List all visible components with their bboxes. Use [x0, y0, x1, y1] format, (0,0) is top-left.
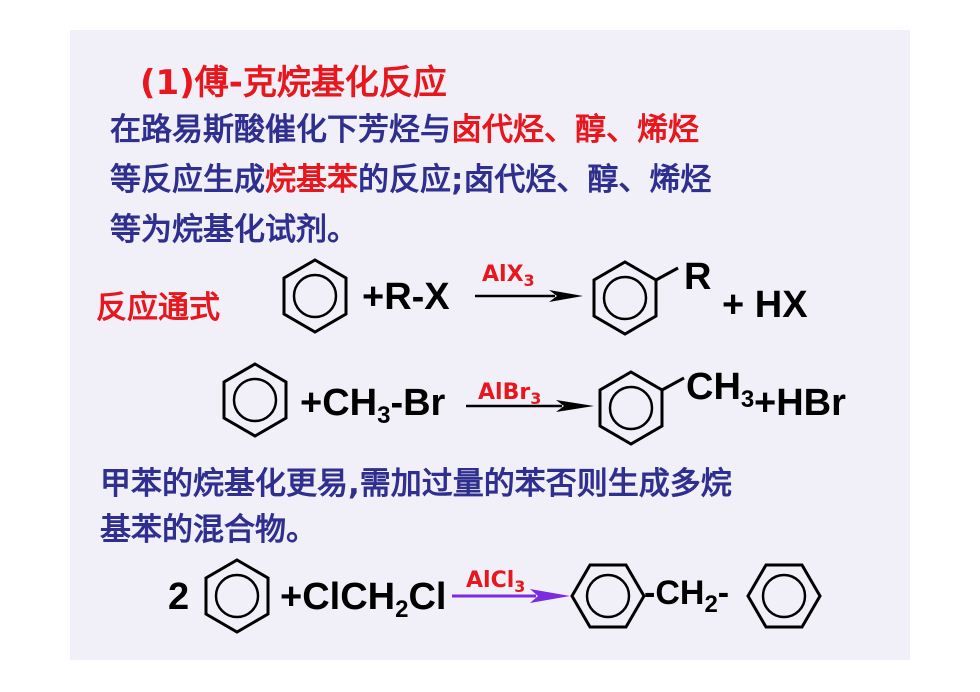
- catalyst-text: AlX: [482, 262, 524, 287]
- example1-catalyst: AlBr3: [478, 380, 541, 408]
- intro-line-2: 等反应生成烷基苯的反应;卤代烃、醇、烯烃: [110, 158, 711, 202]
- catalyst-subscript: 3: [530, 389, 542, 408]
- reagent-text: +CH: [300, 382, 378, 424]
- example1-reagent: +CH3-Br: [300, 382, 445, 430]
- slide-background: [70, 30, 910, 660]
- reagent-subscript: 3: [377, 402, 391, 429]
- example2-bridge: -CH2-: [644, 574, 729, 619]
- note-line-1: 甲苯的烷基化更易,需加过量的苯否则生成多烷: [100, 466, 732, 502]
- toluene-ring-icon: [598, 370, 685, 446]
- reaction-arrow-purple-icon: [452, 589, 570, 603]
- general-reagent: +R-X: [362, 276, 450, 318]
- reagent-text: -Br: [390, 382, 446, 424]
- intro-text: 的反应;卤代烃、醇、烯烃: [358, 162, 712, 198]
- substituent-text: CH: [686, 366, 741, 408]
- intro-highlight-reagents: 卤代烃、醇、烯烃: [451, 112, 699, 148]
- general-byproduct: + HX: [722, 284, 808, 326]
- example2-reagent: +ClCH2Cl: [280, 576, 446, 624]
- catalyst-text: AlBr: [478, 380, 531, 405]
- catalyst-text: AlCl: [466, 568, 515, 593]
- example1-substituent: CH3: [686, 366, 754, 414]
- intro-line-3: 等为烷基化试剂。: [110, 212, 358, 248]
- diphenylmethane-structure-icon: [570, 563, 822, 629]
- intro-line-1: 在路易斯酸催化下芳烃与卤代烃、醇、烯烃: [110, 108, 699, 152]
- note-line-2: 基苯的混合物。: [100, 512, 317, 548]
- general-reaction-label: 反应通式: [96, 290, 220, 326]
- reagent-text: Cl: [408, 576, 447, 618]
- slide-title: (1)傅-克烷基化反应: [140, 63, 447, 103]
- alkylbenzene-ring-icon: [592, 260, 679, 336]
- general-catalyst: AlX3: [482, 262, 535, 290]
- bridge-text: -: [717, 574, 730, 612]
- catalyst-subscript: 3: [514, 577, 526, 596]
- catalyst-subscript: 3: [523, 271, 535, 290]
- example2-coefficient: 2: [168, 576, 190, 618]
- reagent-text: +ClCH: [280, 576, 396, 618]
- benzene-ring-icon: [204, 558, 270, 634]
- example2-catalyst: AlCl3: [466, 568, 525, 596]
- benzene-ring-icon: [282, 258, 348, 334]
- intro-highlight-product: 烷基苯: [265, 162, 358, 198]
- general-substituent: R: [684, 256, 712, 298]
- benzene-ring-icon: [222, 362, 288, 438]
- bridge-subscript: 2: [704, 591, 718, 618]
- bridge-text: -CH: [644, 574, 705, 612]
- intro-text: 等反应生成: [110, 162, 265, 198]
- substituent-subscript: 3: [740, 386, 755, 413]
- reagent-subscript: 2: [395, 596, 409, 623]
- example1-byproduct: +HBr: [754, 382, 846, 424]
- reaction-arrow-icon: [466, 400, 594, 412]
- intro-text: 在路易斯酸催化下芳烃与: [110, 112, 451, 148]
- reaction-arrow-icon: [475, 290, 583, 302]
